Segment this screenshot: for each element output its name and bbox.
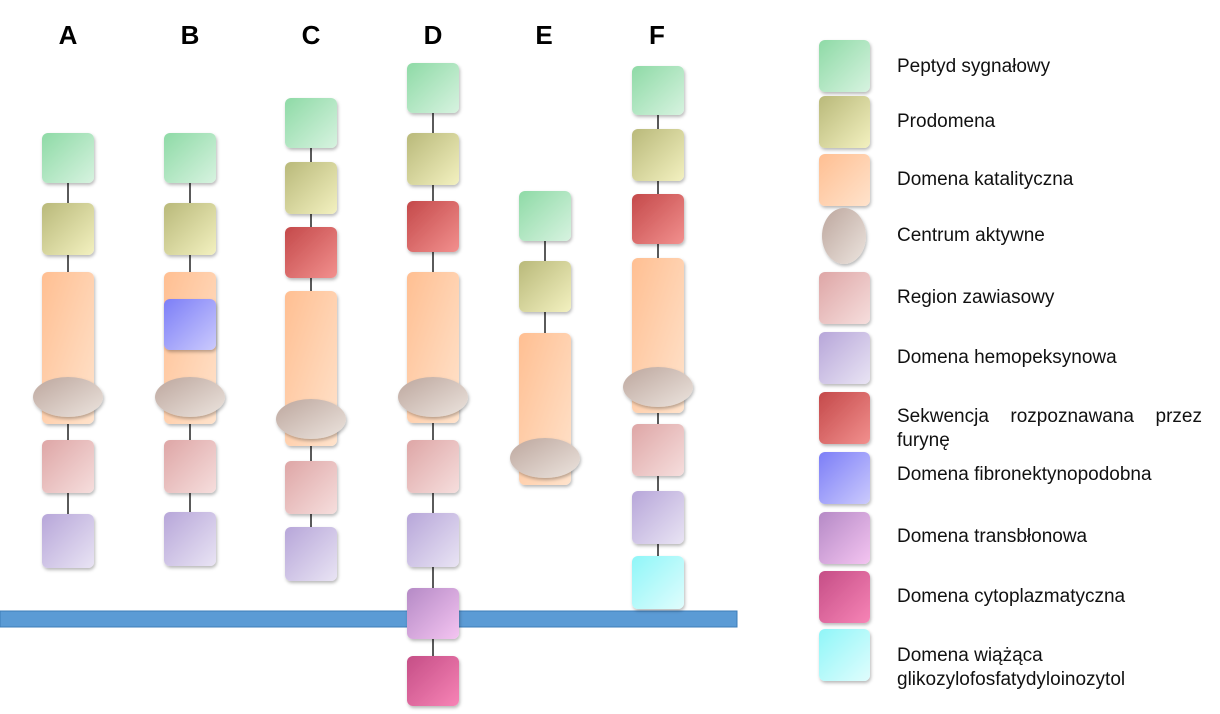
legend-swatch-hemo: [819, 332, 870, 384]
active-site-ellipse-d: [398, 377, 468, 417]
legend-swatch-cyto: [819, 571, 870, 623]
legend-label-active-site: Centrum aktywne: [897, 225, 1045, 246]
prodomain-block-e: [519, 261, 571, 312]
transmembrane-domain-block-d: [407, 588, 459, 639]
legend-label-prodomain: Prodomena: [897, 111, 996, 132]
legend-swatch-cat: [819, 154, 870, 206]
legend-swatch-hinge: [819, 272, 870, 324]
hemopexin-domain-block-d: [407, 513, 459, 567]
legend-swatch-fibro: [819, 452, 870, 504]
legend-swatch-active: [822, 208, 866, 264]
active-site-ellipse-b: [155, 377, 225, 417]
hinge-region-block-b: [164, 440, 216, 493]
furin-site-block-c: [285, 227, 337, 278]
active-site-ellipse-e: [510, 438, 580, 478]
connector-lines: [67, 113, 659, 656]
legend-label-cytoplasmic-domain: Domena cytoplazmatyczna: [897, 586, 1126, 607]
hinge-region-block-c: [285, 461, 337, 514]
hemopexin-domain-block-f: [632, 491, 684, 544]
hemopexin-domain-block-a: [42, 514, 94, 568]
column-label-d: D: [423, 20, 443, 50]
prodomain-block-d: [407, 133, 459, 185]
signal-peptide-block-a: [42, 133, 94, 183]
furin-site-block-f: [632, 194, 684, 244]
legend-label-gpi-domain: Domena wiążąca glikozylofosfatydyloinozy…: [897, 645, 1126, 690]
legend-swatch-furin: [819, 392, 870, 444]
hinge-region-block-a: [42, 440, 94, 493]
furin-site-block-d: [407, 201, 459, 252]
prodomain-block-f: [632, 129, 684, 181]
legend-label-transmembrane-domain: Domena transbłonowa: [897, 526, 1088, 547]
signal-peptide-block-c: [285, 98, 337, 148]
active-site-ellipse-c: [276, 399, 346, 439]
legend-swatches: [819, 40, 870, 681]
signal-peptide-block-b: [164, 133, 216, 183]
legend-label-fibronectin-domain: Domena fibronektynopodobna: [897, 464, 1152, 485]
prodomain-block-c: [285, 162, 337, 214]
hemopexin-domain-block-c: [285, 527, 337, 581]
column-label-f: F: [649, 20, 665, 50]
legend-swatch-trans: [819, 512, 870, 564]
legend-swatch-signal: [819, 40, 870, 92]
signal-peptide-block-e: [519, 191, 571, 241]
fibronectin-domain-block-b: [164, 299, 216, 350]
hemopexin-domain-block-b: [164, 512, 216, 566]
column-label-a: A: [58, 20, 78, 50]
signal-peptide-block-d: [407, 63, 459, 113]
legend-label-catalytic-domain: Domena katalityczna: [897, 169, 1074, 190]
active-site-ellipse-a: [33, 377, 103, 417]
legend-label-hinge-region: Region zawiasowy: [897, 287, 1055, 308]
legend-label-hemopexin-domain: Domena hemopeksynowa: [897, 347, 1117, 368]
column-label-e: E: [535, 20, 553, 50]
legend-label-furin-site: Sekwencja rozpoznawana przez furynę: [897, 406, 1202, 451]
hinge-region-block-d: [407, 440, 459, 493]
active-site-ellipse-f: [623, 367, 693, 407]
legend-swatch-gpi: [819, 629, 870, 681]
prodomain-block-a: [42, 203, 94, 255]
legend-label-signal-peptide: Peptyd sygnałowy: [897, 56, 1051, 77]
column-label-b: B: [180, 20, 200, 50]
cell-membrane: [0, 610, 738, 628]
prodomain-block-b: [164, 203, 216, 255]
legend-swatch-pro: [819, 96, 870, 148]
hinge-region-block-f: [632, 424, 684, 476]
signal-peptide-block-f: [632, 66, 684, 115]
gpi-binding-domain-block-f: [632, 556, 684, 609]
domain-blocks: [33, 63, 693, 706]
column-label-c: C: [301, 20, 321, 50]
cytoplasmic-domain-block-d: [407, 656, 459, 706]
